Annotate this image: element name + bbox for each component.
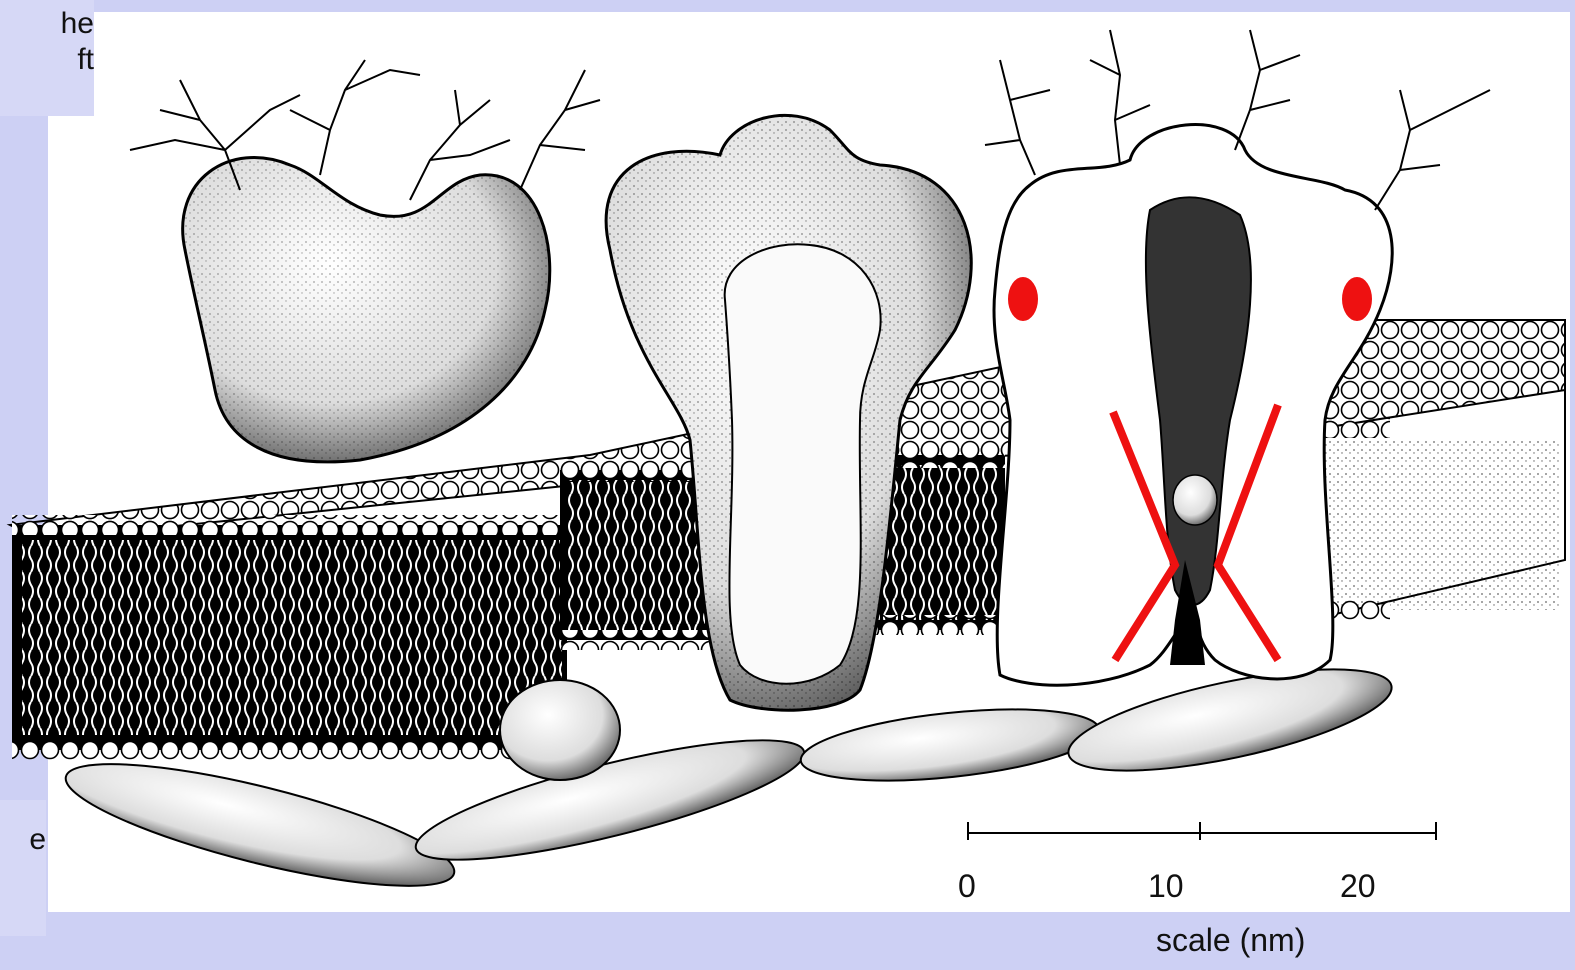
scale-tick-label-20: 20: [1340, 868, 1376, 905]
scale-bar: [968, 822, 1436, 840]
bilayer-middle-heads-bottom: [560, 630, 710, 650]
scale-tick-label-10: 10: [1148, 868, 1184, 905]
right-marker-dot: [1342, 277, 1372, 321]
bilayer-front-heads-bottom: [12, 740, 567, 760]
scale-tick-label-0: 0: [958, 868, 976, 905]
bilayer-front-tails: [22, 540, 562, 735]
left-text-fragment-bottom: e: [0, 800, 46, 936]
left-text-fragment-top: he ft: [0, 0, 94, 116]
left-marker-dot: [1008, 277, 1038, 321]
scale-axis-label: scale (nm): [1156, 922, 1305, 959]
bilayer-front-heads-top: [12, 515, 567, 535]
bilayer-middle-tails: [565, 480, 705, 630]
peripheral-protein: [183, 158, 550, 462]
bilayer-middle-heads-bottom-2: [865, 615, 1005, 635]
bilayer-right-texture: [1315, 440, 1560, 610]
bilayer-middle-heads-top: [560, 462, 710, 482]
